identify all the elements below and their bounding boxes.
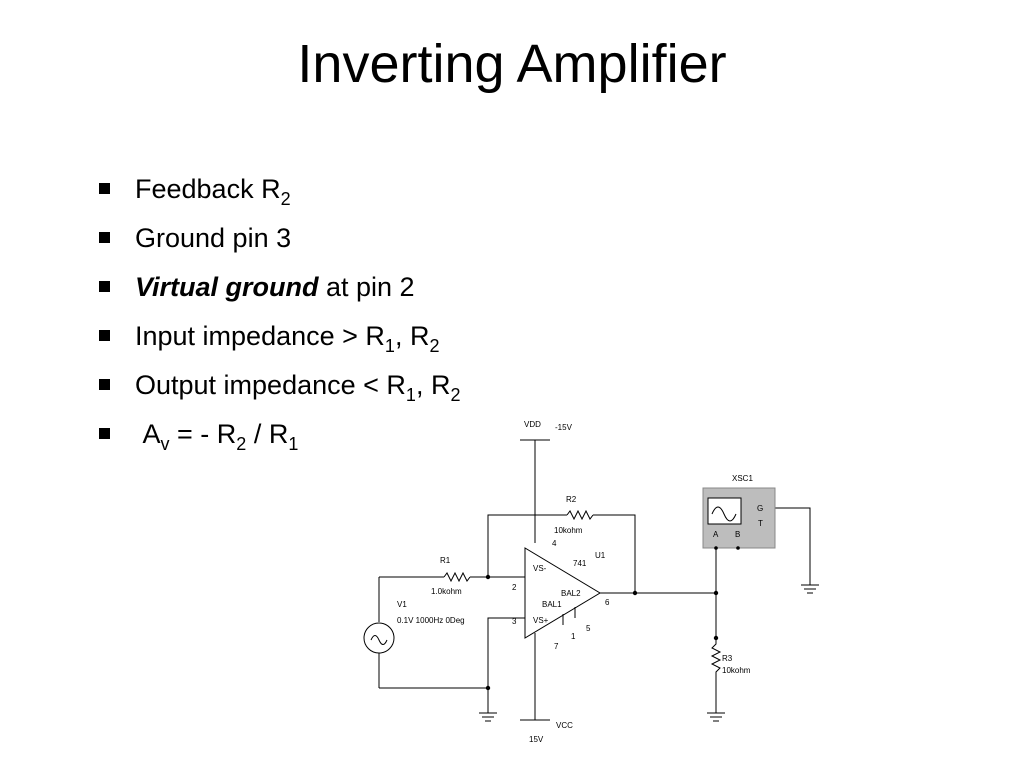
svg-text:10kohm: 10kohm bbox=[554, 526, 583, 535]
bullet-virtual-ground: Virtual ground at pin 2 bbox=[97, 266, 460, 315]
bullet-output-impedance: Output impedance < R1, R2 bbox=[97, 364, 460, 413]
svg-text:10kohm: 10kohm bbox=[722, 666, 751, 675]
feedback-wire-left bbox=[487, 514, 567, 577]
bullet-ground-pin: Ground pin 3 bbox=[97, 217, 460, 266]
feedback-wire-right bbox=[593, 514, 636, 593]
pin3-ground-wire bbox=[487, 617, 525, 713]
svg-text:G: G bbox=[757, 504, 763, 513]
svg-text:741: 741 bbox=[573, 559, 587, 568]
slide-title: Inverting Amplifier bbox=[297, 34, 727, 94]
svg-text:XSC1: XSC1 bbox=[732, 474, 753, 483]
svg-text:-15V: -15V bbox=[555, 423, 573, 432]
svg-text:U1: U1 bbox=[595, 551, 606, 560]
svg-text:3: 3 bbox=[512, 617, 517, 626]
svg-text:V1: V1 bbox=[397, 600, 407, 609]
svg-text:VDD: VDD bbox=[524, 420, 541, 429]
svg-text:VCC: VCC bbox=[556, 721, 573, 730]
svg-text:7: 7 bbox=[554, 642, 559, 651]
svg-text:R2: R2 bbox=[566, 495, 577, 504]
r1-resistor bbox=[443, 571, 471, 583]
svg-text:BAL1: BAL1 bbox=[542, 600, 562, 609]
svg-text:VS-: VS- bbox=[533, 564, 547, 573]
bullet-square-icon bbox=[99, 428, 110, 439]
bullet-square-icon bbox=[99, 281, 110, 292]
svg-text:B: B bbox=[735, 530, 740, 539]
svg-text:1.0kohm: 1.0kohm bbox=[431, 587, 462, 596]
bullet-list: Feedback R2 Ground pin 3 Virtual ground … bbox=[97, 168, 460, 462]
svg-text:1: 1 bbox=[571, 632, 576, 641]
svg-text:4: 4 bbox=[552, 539, 557, 548]
svg-text:VS+: VS+ bbox=[533, 616, 549, 625]
bullet-square-icon bbox=[99, 379, 110, 390]
svg-text:R3: R3 bbox=[722, 654, 733, 663]
svg-text:0.1V 1000Hz 0Deg: 0.1V 1000Hz 0Deg bbox=[397, 616, 465, 625]
bullet-square-icon bbox=[99, 183, 110, 194]
sine-glyph bbox=[370, 635, 388, 645]
bullet-square-icon bbox=[99, 330, 110, 341]
svg-text:R1: R1 bbox=[440, 556, 451, 565]
svg-text:T: T bbox=[758, 519, 763, 528]
r3-resistor bbox=[710, 638, 722, 713]
bullet-square-icon bbox=[99, 232, 110, 243]
svg-text:BAL2: BAL2 bbox=[561, 589, 581, 598]
bullet-feedback: Feedback R2 bbox=[97, 168, 460, 217]
bullet-gain-formula: Av = - R2 / R1 bbox=[97, 413, 460, 462]
v1-source bbox=[363, 622, 395, 654]
svg-text:A: A bbox=[713, 530, 719, 539]
scope-wave-icon bbox=[711, 506, 737, 522]
r2-resistor bbox=[566, 509, 594, 521]
svg-text:6: 6 bbox=[605, 598, 610, 607]
svg-text:5: 5 bbox=[586, 624, 591, 633]
circuit-schematic: VDD -15V VCC 15V R2 10kohm R1 1.0kohm V1… bbox=[363, 420, 819, 744]
svg-text:2: 2 bbox=[512, 583, 517, 592]
svg-text:15V: 15V bbox=[529, 735, 544, 744]
scope-ground-wire bbox=[775, 507, 811, 585]
bullet-input-impedance: Input impedance > R1, R2 bbox=[97, 315, 460, 364]
